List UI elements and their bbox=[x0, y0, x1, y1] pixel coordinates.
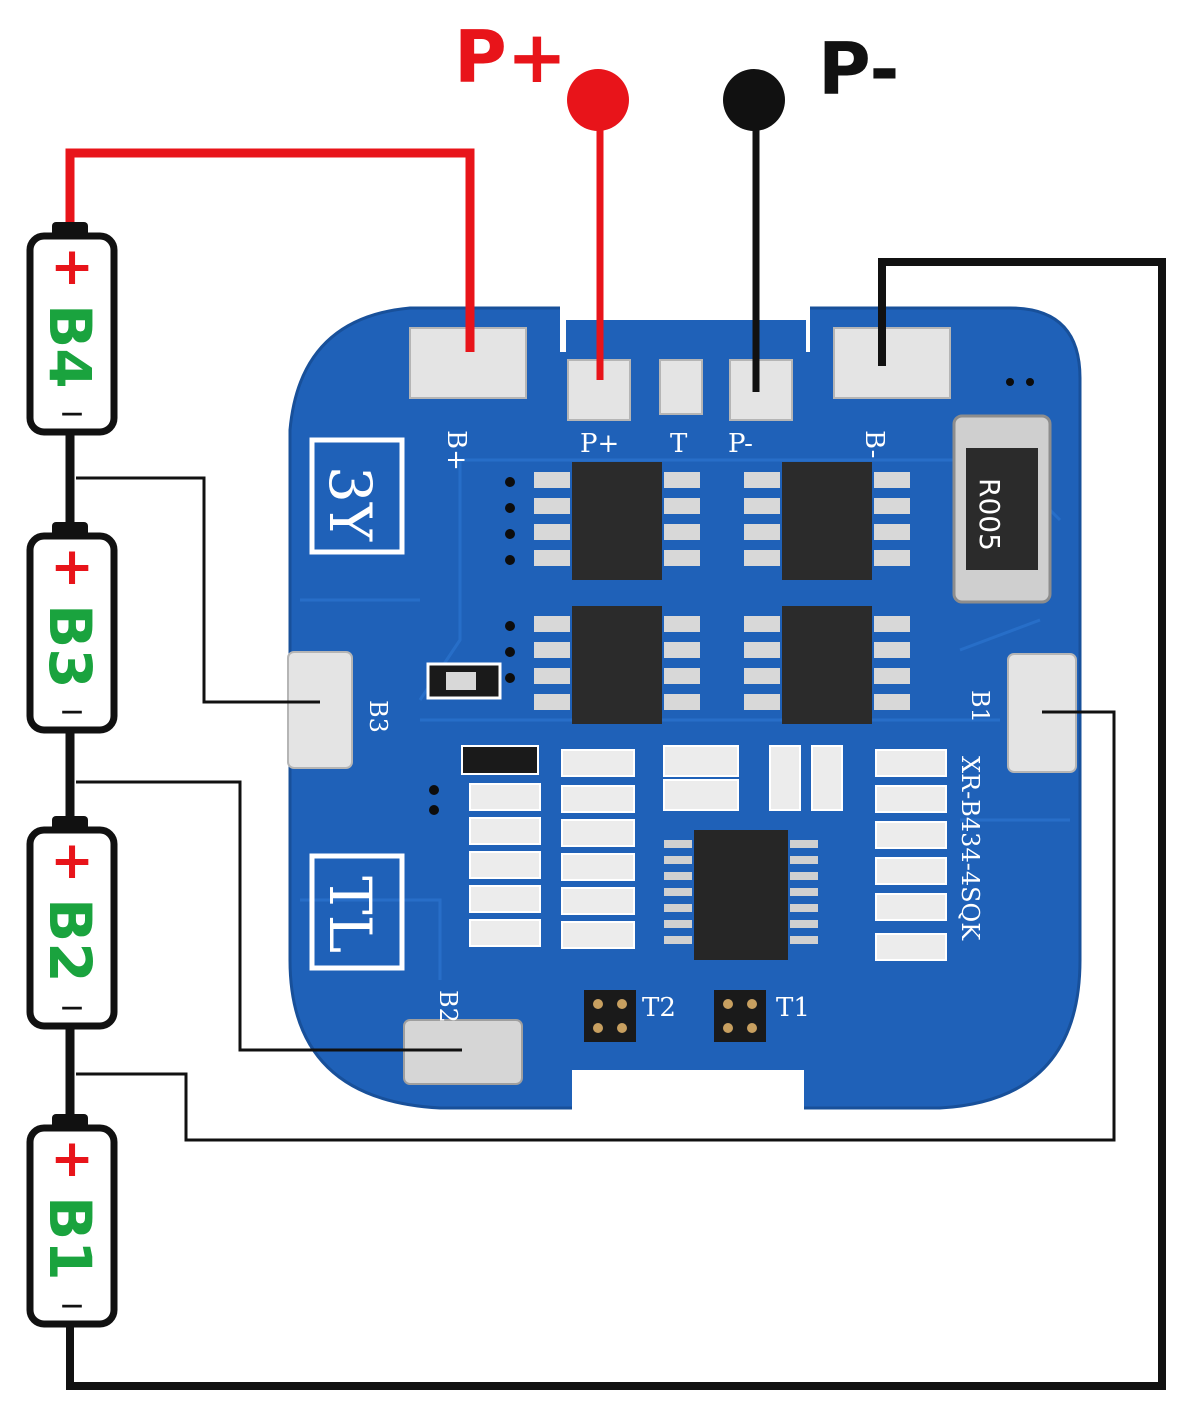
cell-b2-body bbox=[26, 826, 118, 1030]
pcb-bottom-notch bbox=[572, 1070, 804, 1112]
mosfet-1 bbox=[572, 462, 662, 580]
control-ic-pins bbox=[664, 840, 818, 944]
silk-p-plus: P+ bbox=[580, 429, 619, 459]
silk-box-3y: 3Y bbox=[309, 437, 405, 555]
silk-tl-text: TL bbox=[316, 876, 384, 953]
cell-b3-minus: — bbox=[61, 699, 83, 724]
mosfet-array bbox=[534, 462, 910, 724]
p-plus-dot bbox=[567, 69, 629, 131]
wire-b1-tap bbox=[76, 710, 1116, 1142]
mosfet-3 bbox=[572, 606, 662, 724]
pad-t bbox=[659, 359, 703, 415]
wire-b-minus-to-b1-minus bbox=[66, 258, 1166, 1390]
control-ic bbox=[694, 830, 788, 960]
bms-board: B+ P+ T P- B- B3 B2 B1 3Y TL bbox=[287, 306, 1082, 1112]
terminal-p-plus: P+ bbox=[454, 15, 629, 131]
cell-b2-minus: — bbox=[61, 995, 83, 1020]
cell-b2-plus: + bbox=[50, 831, 94, 891]
mosfet-2 bbox=[782, 462, 872, 580]
cell-b4-name: B4 bbox=[36, 304, 104, 389]
shunt-label: R005 bbox=[973, 478, 1006, 551]
silk-b3: B3 bbox=[364, 700, 392, 733]
wire-b4-plus-to-b-plus bbox=[65, 148, 475, 352]
battery-cell-b4: + B4 — bbox=[26, 222, 118, 436]
test-point-t1 bbox=[714, 990, 766, 1042]
cell-b1-plus: + bbox=[50, 1129, 94, 1189]
pad-p-minus bbox=[729, 359, 793, 421]
silk-b-plus: B+ bbox=[441, 430, 471, 471]
pad-b2 bbox=[403, 1019, 523, 1085]
terminal-p-minus: P- bbox=[723, 27, 899, 131]
cell-b3-name: B3 bbox=[36, 604, 104, 689]
test-point-t2 bbox=[584, 990, 636, 1042]
pad-b-minus bbox=[833, 327, 951, 399]
silk-3y-text: 3Y bbox=[316, 466, 384, 542]
cell-b4-minus: — bbox=[61, 401, 83, 426]
silk-p-minus: P- bbox=[728, 429, 753, 459]
p-minus-label: P- bbox=[818, 27, 899, 111]
silk-b2: B2 bbox=[434, 990, 462, 1023]
pcb-vias bbox=[429, 378, 1034, 815]
smd-passives bbox=[461, 745, 947, 961]
p-plus-label: P+ bbox=[454, 15, 567, 99]
cell-b3-body bbox=[26, 532, 118, 734]
cell-b1-minus: — bbox=[61, 1293, 83, 1318]
cell-b4-body bbox=[26, 232, 118, 436]
wire-b2-tap bbox=[76, 780, 462, 1052]
wires bbox=[65, 100, 1166, 1390]
mosfet-4 bbox=[782, 606, 872, 724]
wire-b3-tap bbox=[76, 476, 320, 704]
battery-cell-b3: + B3 — bbox=[26, 522, 118, 734]
cell-b4-plus: + bbox=[50, 237, 94, 297]
cell-b2-name: B2 bbox=[36, 898, 104, 983]
silk-b1: B1 bbox=[966, 690, 994, 723]
silk-t2: T2 bbox=[642, 993, 676, 1023]
battery-cell-b2: + B2 — bbox=[26, 816, 118, 1030]
cell-b1-name: B1 bbox=[36, 1196, 104, 1281]
silk-model: XR-B434-4SQK bbox=[956, 756, 984, 941]
silk-t: T bbox=[670, 429, 688, 459]
cell-b3-plus: + bbox=[50, 537, 94, 597]
pad-b3 bbox=[287, 651, 353, 769]
silk-box-tl: TL bbox=[309, 853, 405, 971]
pcb-top-notch-fill bbox=[566, 320, 806, 360]
silk-t1: T1 bbox=[776, 993, 810, 1023]
battery-cell-b1: + B1 — bbox=[26, 1114, 118, 1328]
smd-resistor-small-body bbox=[446, 672, 476, 690]
cell-b1-body bbox=[26, 1124, 118, 1328]
p-minus-dot bbox=[723, 69, 785, 131]
silk-b-minus: B- bbox=[859, 430, 889, 458]
shunt-resistor: R005 bbox=[952, 414, 1052, 604]
